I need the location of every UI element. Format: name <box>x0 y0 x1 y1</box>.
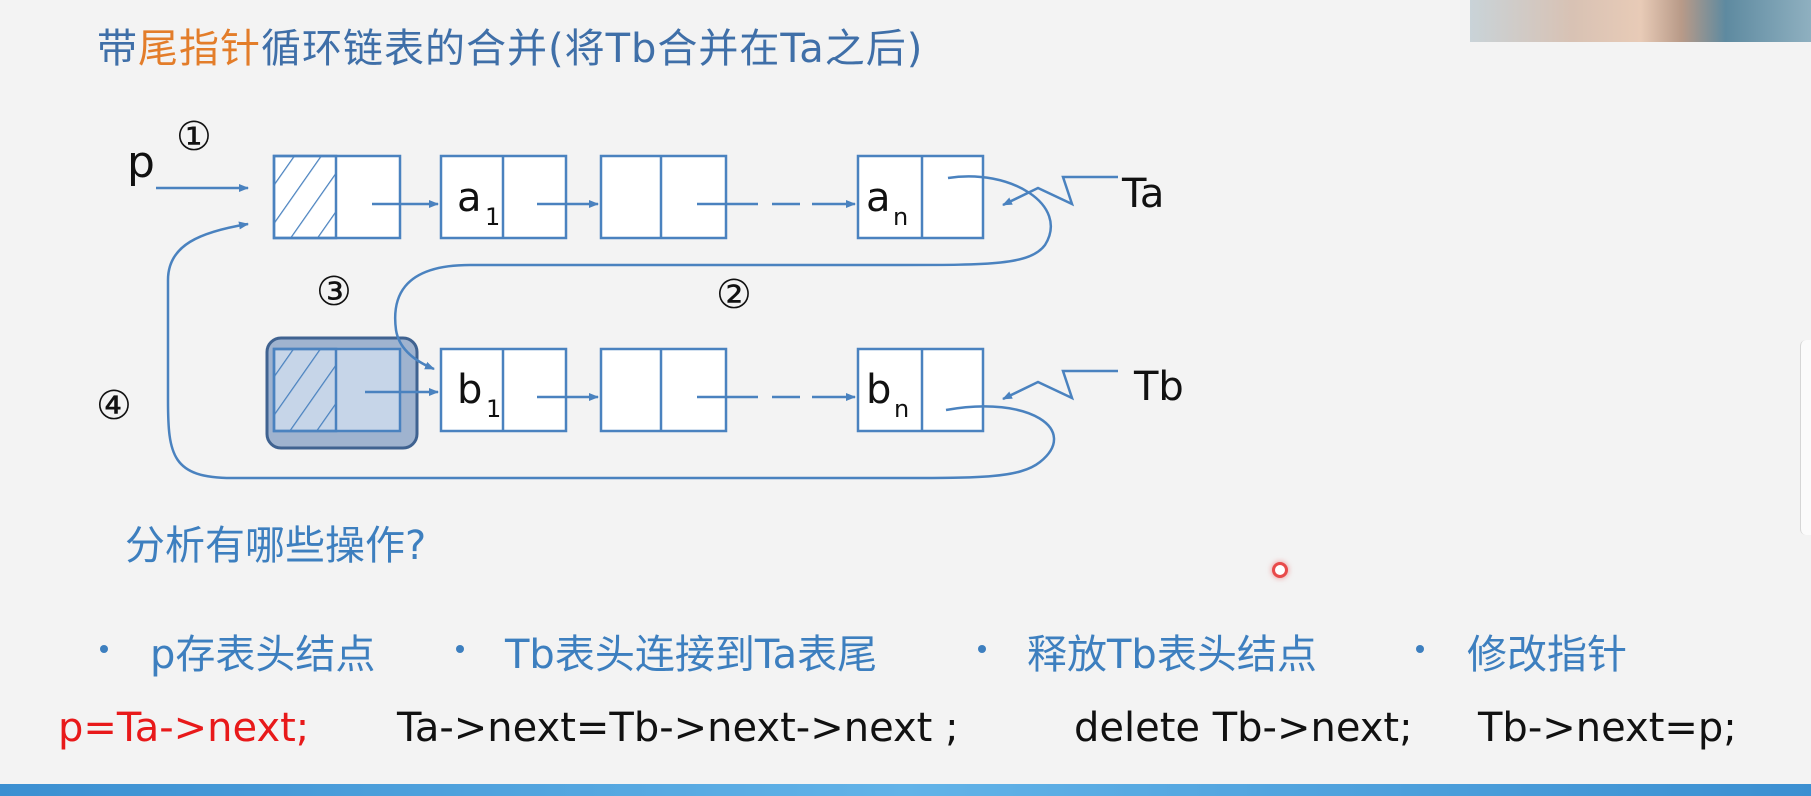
bullet-dot-2 <box>456 645 464 653</box>
step-1-marker: ① <box>176 114 212 160</box>
node-an-label: a <box>866 175 891 221</box>
code-line-3: delete Tb->next; <box>1074 705 1413 751</box>
bottom-bar <box>0 784 1811 796</box>
code-line-1: p=Ta->next; <box>58 705 309 751</box>
node-a1-subscript: 1 <box>485 203 500 231</box>
node-bn-subscript: n <box>894 395 909 423</box>
bullet-4: 修改指针 <box>1467 622 1627 680</box>
node-b1-subscript: 1 <box>486 395 501 423</box>
ta-head-node <box>274 156 400 238</box>
node-a1-label: a <box>457 175 482 221</box>
bullet-dot-1 <box>100 645 108 653</box>
node-bn-label: b <box>866 367 891 413</box>
code-line-4: Tb->next=p; <box>1478 705 1737 751</box>
pointer-cursor <box>1272 562 1288 578</box>
node-b-middle <box>601 349 726 431</box>
bullet-dot-4 <box>1416 645 1424 653</box>
p-label: p <box>127 137 155 188</box>
bullet-3: 释放Tb表头结点 <box>1027 622 1317 680</box>
ta-pointer <box>1003 177 1118 205</box>
tb-label: Tb <box>1133 364 1184 410</box>
bullet-2: Tb表头连接到Ta表尾 <box>505 622 877 680</box>
step-2-marker: ② <box>716 272 752 318</box>
analysis-question: 分析有哪些操作? <box>125 513 426 571</box>
node-an-subscript: n <box>893 203 908 231</box>
code-line-2: Ta->next=Tb->next->next ; <box>397 705 959 751</box>
bullet-dot-3 <box>978 645 986 653</box>
bullet-1: p存表头结点 <box>150 622 375 680</box>
ta-label: Ta <box>1121 171 1164 217</box>
tb-pointer <box>1003 371 1118 399</box>
step-4-marker: ④ <box>96 383 132 429</box>
node-a-middle <box>601 156 726 238</box>
node-b1-label: b <box>457 367 482 413</box>
step-3-marker: ③ <box>316 269 352 315</box>
